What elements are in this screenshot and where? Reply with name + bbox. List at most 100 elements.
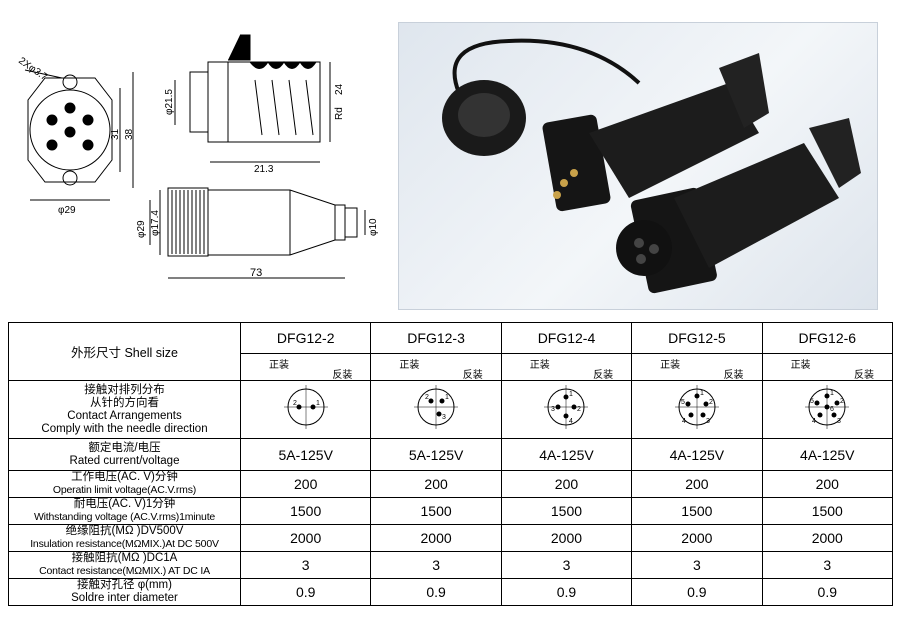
value-cell: 200: [761, 470, 894, 498]
technical-drawing: 2Xφ3.7 31 38 φ29 φ21.5 21.3 Rd 24 φ29 φ1…: [16, 34, 379, 279]
mount-sub-cell: 正装反装: [500, 353, 633, 381]
label-cn: 绝缘阻抗(MΩ )DV500V: [65, 525, 184, 537]
value-cell: 0.9: [761, 578, 894, 606]
plug-view: [149, 187, 366, 279]
svg-text:1: 1: [445, 394, 449, 401]
value-cell: 0.9: [631, 578, 763, 606]
front-mount-label: 正装: [660, 360, 681, 371]
model-header: DFG12-2: [239, 322, 372, 354]
label-cn: 额定电流/电压: [88, 441, 161, 454]
operating-voltage-label: 工作电压(AC. V)分钟 Operatin limit voltage(AC.…: [8, 470, 241, 498]
value-cell: 2000: [370, 524, 502, 552]
label-en: Contact Arrangements: [67, 409, 182, 422]
value-cell: 200: [631, 470, 763, 498]
svg-text:3: 3: [706, 418, 710, 425]
svg-text:5: 5: [681, 399, 685, 406]
label-cn: 接触对孔径 φ(mm): [77, 579, 172, 591]
label-en: Rated current/voltage: [69, 454, 180, 467]
value-cell: 0.9: [239, 578, 372, 606]
front-mount-label: 正装: [529, 360, 550, 371]
svg-text:3: 3: [837, 418, 841, 425]
value-cell: 200: [370, 470, 502, 498]
model-header: DFG12-5: [631, 322, 763, 354]
value-cell: 4A-125V: [761, 438, 894, 471]
label-en: Soldre inter diameter: [71, 592, 178, 604]
spec-table: 外形尺寸 Shell size DFG12-2 DFG12-3 DFG12-4 …: [8, 322, 894, 606]
value-cell: 3: [370, 551, 502, 579]
svg-text:4: 4: [682, 418, 686, 425]
reverse-mount-label: 反装: [593, 370, 614, 381]
connector-photo-icon: [398, 22, 878, 310]
value-cell: 3: [761, 551, 894, 579]
value-cell: 2000: [500, 524, 633, 552]
svg-text:2: 2: [840, 398, 844, 405]
label-cn: 从针的方向看: [90, 396, 159, 409]
dim-29-plug: φ29: [136, 220, 147, 238]
svg-text:2: 2: [293, 400, 297, 407]
model-header: DFG12-3: [370, 322, 502, 354]
value-cell: 200: [500, 470, 633, 498]
value-cell: 2000: [239, 524, 372, 552]
pin-diagram-icon: 2 1 3: [414, 385, 459, 429]
label-cn: 接触对排列分布: [84, 383, 165, 396]
svg-text:2: 2: [709, 399, 713, 406]
svg-text:3: 3: [551, 406, 555, 413]
label-en: Withstanding voltage (AC.V.rms)1minute: [33, 511, 216, 523]
front-mount-label: 正装: [269, 360, 289, 371]
pin-diagram-icon: 12 36 4 5: [805, 385, 850, 429]
contact-arrangement-label: 接触对排列分布 从针的方向看 Contact Arrangements Comp…: [8, 380, 241, 439]
dim-17-4: φ17.4: [150, 210, 161, 236]
value-cell: 2000: [761, 524, 894, 552]
dim-21-3: 21.3: [254, 164, 274, 175]
withstanding-voltage-label: 耐电压(AC. V)1分钟 Withstanding voltage (AC.V…: [8, 497, 241, 525]
rated-label: 额定电流/电压 Rated current/voltage: [8, 438, 241, 471]
dim-29-front: φ29: [58, 205, 76, 216]
front-view: [24, 69, 134, 201]
side-view: [174, 34, 331, 163]
front-mount-label: 正装: [399, 360, 420, 371]
label-en: Operatin limit voltage(AC.V.rms): [52, 484, 197, 496]
value-cell: 3: [631, 551, 763, 579]
insulation-resistance-label: 绝缘阻抗(MΩ )DV500V Insulation resistance(MΩ…: [8, 524, 241, 552]
value-cell: 1500: [500, 497, 633, 525]
value-cell: 4A-125V: [500, 438, 633, 471]
value-cell: 0.9: [370, 578, 502, 606]
svg-text:2: 2: [425, 394, 429, 401]
dim-31: 31: [110, 128, 121, 140]
svg-text:5: 5: [810, 398, 814, 405]
mount-sub-cell: 正装反装: [239, 353, 372, 381]
svg-text:6: 6: [830, 406, 834, 413]
svg-text:3: 3: [442, 414, 446, 421]
value-cell: 2000: [631, 524, 763, 552]
reverse-mount-label: 反装: [723, 370, 744, 381]
shell-size-label: 外形尺寸 Shell size: [8, 322, 241, 381]
value-cell: 1500: [370, 497, 502, 525]
front-mount-label: 正装: [790, 360, 811, 371]
dim-73: 73: [250, 267, 262, 279]
svg-text:2: 2: [577, 406, 581, 413]
svg-text:1: 1: [830, 390, 834, 397]
value-cell: 3: [500, 551, 633, 579]
value-cell: 1500: [631, 497, 763, 525]
contact-resistance-label: 接触阻抗(MΩ )DC1A Contact resistance(MΩMIX.)…: [8, 551, 241, 579]
dim-24: 24: [334, 83, 345, 95]
dim-38: 38: [124, 128, 135, 140]
svg-text:4: 4: [569, 418, 573, 425]
dim-21-5: φ21.5: [164, 89, 175, 115]
dim-10: φ10: [368, 218, 379, 236]
value-cell: 0.9: [500, 578, 633, 606]
value-cell: 5A-125V: [239, 438, 372, 471]
svg-text:1: 1: [316, 400, 320, 407]
model-header: DFG12-6: [761, 322, 894, 354]
mount-sub-cell: 正装反装: [370, 353, 502, 381]
value-cell: 1500: [239, 497, 372, 525]
reverse-mount-label: 反装: [462, 370, 483, 381]
connector-illustration: [442, 38, 861, 294]
svg-text:4: 4: [812, 418, 816, 425]
value-cell: 1500: [761, 497, 894, 525]
